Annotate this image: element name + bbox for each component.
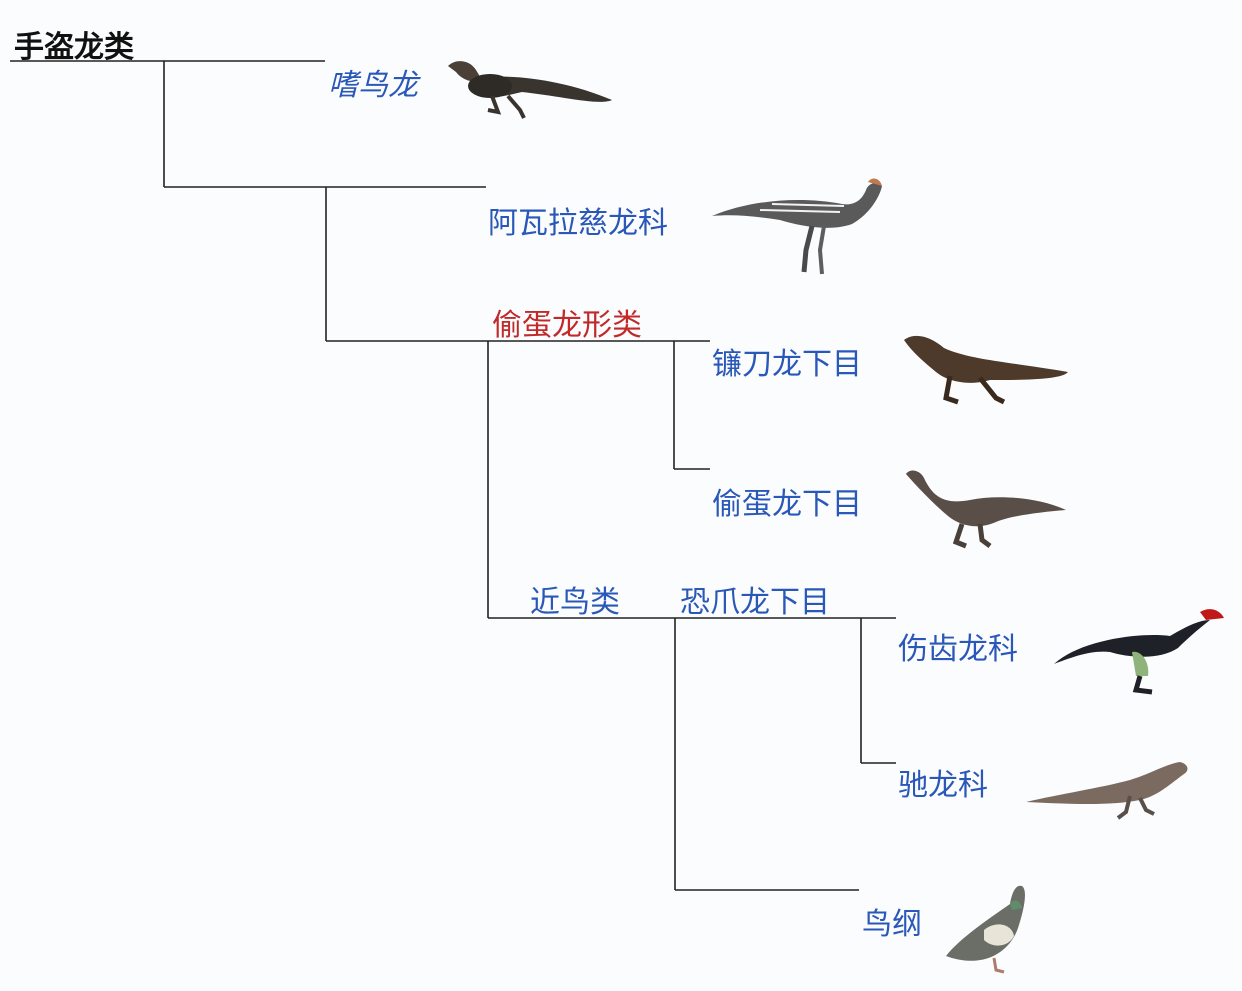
taxon-oviraptoridae: 偷蛋龙下目 [712, 487, 862, 522]
taxon-troodontidae: 伤齿龙科 [898, 632, 1018, 667]
taxon-paraves: 近鸟类 [530, 585, 620, 620]
taxon-shiniaolong: 嗜鸟龙 [328, 68, 418, 103]
troodon-icon [1054, 609, 1224, 695]
taxon-deinonychosauria: 恐爪龙下目 [680, 585, 830, 620]
alvarezsaur-icon [712, 178, 882, 275]
therizinosaur-icon [904, 335, 1068, 405]
taxon-aves: 鸟纲 [862, 907, 922, 942]
root-label: 手盗龙类 [14, 30, 134, 65]
taxon-oviraptorosauria: 偷蛋龙形类 [492, 308, 642, 343]
pigeon-icon [946, 885, 1025, 974]
taxon-dromaeosauridae: 驰龙科 [898, 768, 988, 803]
dromaeosaur-icon [1026, 762, 1188, 820]
taxon-therizinosauria: 镰刀龙下目 [712, 347, 862, 382]
oviraptor-icon [906, 470, 1066, 549]
cladogram-branches [10, 60, 896, 891]
ornitholestes-icon [448, 61, 612, 119]
taxon-alvarezsauridae: 阿瓦拉慈龙科 [488, 206, 668, 241]
